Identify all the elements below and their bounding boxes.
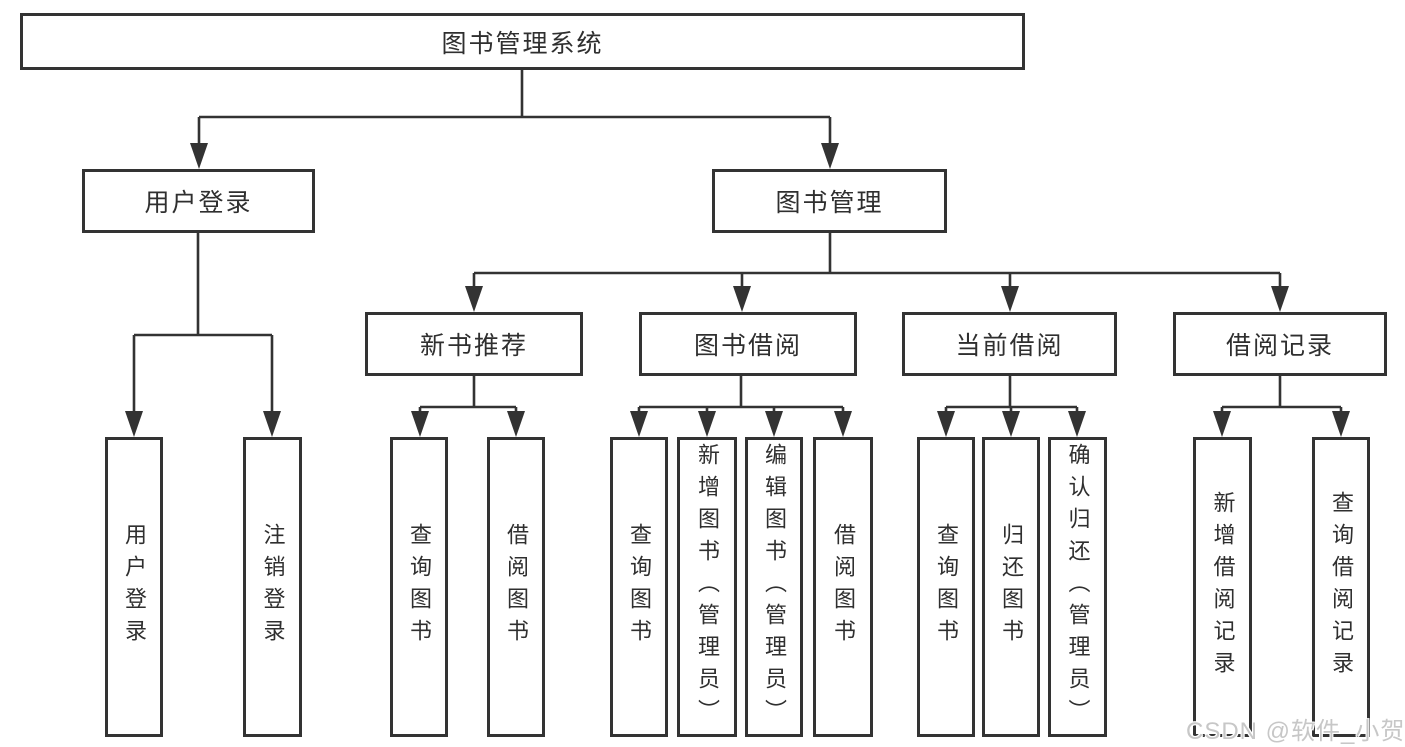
node-book-management-label: 图书管理 — [775, 189, 884, 217]
arrowhead — [465, 286, 483, 312]
arrowhead — [1068, 411, 1086, 437]
connector-bookmgmt-sections — [465, 233, 1289, 312]
node-current-borrow-label: 当前借阅 — [955, 332, 1064, 360]
connector-borrow-children — [630, 376, 852, 437]
leaf-add-borrow-record: 新增借阅记录 — [1193, 437, 1252, 737]
arrowhead — [937, 411, 955, 437]
leaf-edit-books-admin-label: 编辑图书（管理员） — [762, 443, 787, 731]
node-current-borrow: 当前借阅 — [902, 312, 1117, 376]
connector-userlogin-children — [125, 233, 281, 437]
leaf-edit-books-admin: 编辑图书（管理员） — [745, 437, 803, 737]
leaf-add-books-admin: 新增图书（管理员） — [677, 437, 737, 737]
node-root: 图书管理系统 — [20, 13, 1025, 70]
leaf-query-books-borrow-label: 查询图书 — [627, 523, 652, 651]
leaf-user-login: 用户登录 — [105, 437, 163, 737]
leaf-query-books-recommend: 查询图书 — [390, 437, 448, 737]
node-borrow-records-label: 借阅记录 — [1225, 332, 1334, 360]
connector-current-children — [937, 376, 1086, 437]
arrowhead — [630, 411, 648, 437]
leaf-confirm-return-admin: 确认归还（管理员） — [1048, 437, 1107, 737]
node-borrow-records: 借阅记录 — [1173, 312, 1387, 376]
node-user-login-label: 用户登录 — [144, 189, 253, 217]
arrowhead — [507, 411, 525, 437]
node-book-borrow: 图书借阅 — [639, 312, 857, 376]
leaf-add-borrow-record-label: 新增借阅记录 — [1210, 491, 1236, 683]
leaf-borrow-books-recommend-label: 借阅图书 — [504, 523, 529, 651]
node-root-label: 图书管理系统 — [441, 29, 604, 58]
arrowhead — [733, 286, 751, 312]
leaf-add-books-admin-label: 新增图书（管理员） — [695, 443, 720, 731]
arrowhead — [834, 411, 852, 437]
arrowhead — [1002, 411, 1020, 437]
leaf-return-books: 归还图书 — [982, 437, 1040, 737]
leaf-logout: 注销登录 — [243, 437, 302, 737]
node-user-login: 用户登录 — [82, 169, 315, 233]
arrowhead — [765, 411, 783, 437]
node-book-borrow-label: 图书借阅 — [693, 332, 802, 360]
arrowhead — [190, 143, 208, 169]
arrowhead — [698, 411, 716, 437]
arrowhead — [125, 411, 143, 437]
leaf-query-books-current-label: 查询图书 — [934, 523, 959, 651]
arrowhead — [1271, 286, 1289, 312]
leaf-query-books-recommend-label: 查询图书 — [407, 523, 432, 651]
leaf-borrow-books: 借阅图书 — [813, 437, 873, 737]
arrowhead — [1213, 411, 1231, 437]
leaf-query-borrow-record: 查询借阅记录 — [1312, 437, 1370, 737]
connector-root-to-level2 — [190, 70, 839, 169]
connector-records-children — [1213, 376, 1350, 437]
leaf-borrow-books-label: 借阅图书 — [831, 523, 856, 651]
leaf-logout-label: 注销登录 — [260, 523, 286, 651]
leaf-user-login-label: 用户登录 — [122, 523, 147, 651]
leaf-borrow-books-recommend: 借阅图书 — [487, 437, 545, 737]
csdn-watermark: CSDN @软件_小贺同学 — [1186, 718, 1405, 745]
leaf-query-books-current: 查询图书 — [917, 437, 975, 737]
arrowhead — [1332, 411, 1350, 437]
arrowhead — [821, 143, 839, 169]
leaf-return-books-label: 归还图书 — [999, 523, 1024, 651]
node-book-management: 图书管理 — [712, 169, 947, 233]
leaf-query-borrow-record-label: 查询借阅记录 — [1329, 491, 1354, 683]
connector-newrec-children — [411, 376, 525, 437]
arrowhead — [1001, 286, 1019, 312]
leaf-query-books-borrow: 查询图书 — [610, 437, 668, 737]
arrowhead — [411, 411, 429, 437]
leaf-confirm-return-admin-label: 确认归还（管理员） — [1065, 443, 1091, 731]
arrowhead — [263, 411, 281, 437]
node-new-book-recommend-label: 新书推荐 — [419, 332, 528, 360]
node-new-book-recommend: 新书推荐 — [365, 312, 583, 376]
